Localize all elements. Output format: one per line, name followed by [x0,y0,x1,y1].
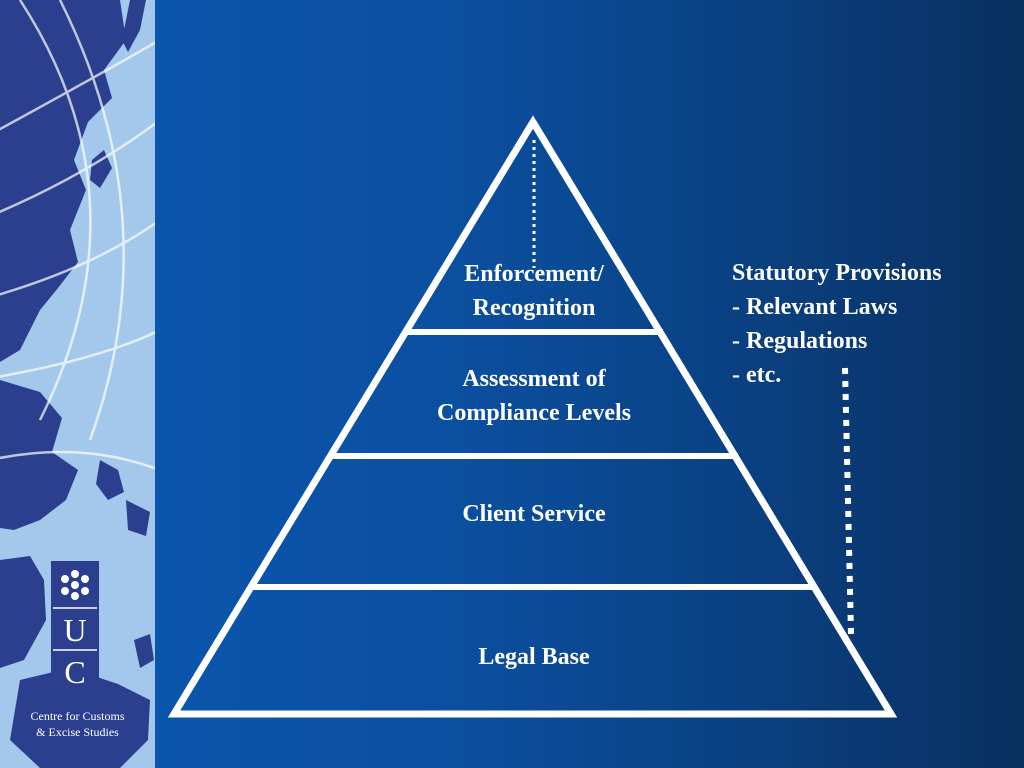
tier-label-line: Compliance Levels [437,400,631,426]
tier-label-line: Legal Base [478,644,590,670]
tier-legal-base: Legal Base [404,640,664,674]
provisions-bullet: - [732,328,740,354]
logo-caption: Centre for Customs & Excise Studies [4,708,151,740]
world-map-graphic [0,0,155,768]
tier-enforcement: Enforcement/ Recognition [434,257,634,325]
provisions-dotted-line [842,367,854,635]
provisions-item-text: Relevant Laws [746,294,898,320]
provisions-item: - Relevant Laws [732,290,942,324]
statutory-provisions-list: Statutory Provisions - Relevant Laws - R… [732,256,942,392]
provisions-item-text: Regulations [746,328,868,354]
ucc-logo: U C [51,561,99,693]
provisions-bullet: - [732,294,740,320]
snowflake-icon [61,570,89,600]
provisions-heading: Statutory Provisions [732,260,942,286]
provisions-item-text: etc. [746,362,782,388]
tier-client-service: Client Service [404,497,664,531]
pyramid-outline [167,115,898,718]
provisions-item: - Regulations [732,324,942,358]
tier-label-line: Assessment of [462,366,606,392]
logo-letter-c: C [64,654,85,690]
provisions-bullet: - [732,362,740,388]
logo-caption-line: Centre for Customs [30,709,125,723]
provisions-item: - etc. [732,358,942,392]
tier-label-line: Enforcement/ [464,261,604,287]
logo-letter-u: U [63,612,86,648]
tier-assessment: Assessment of Compliance Levels [404,362,664,430]
sidebar-map [0,0,155,768]
tier-label-line: Client Service [462,501,606,527]
tier-label-line: Recognition [472,295,596,321]
logo-caption-line: & Excise Studies [36,725,119,739]
